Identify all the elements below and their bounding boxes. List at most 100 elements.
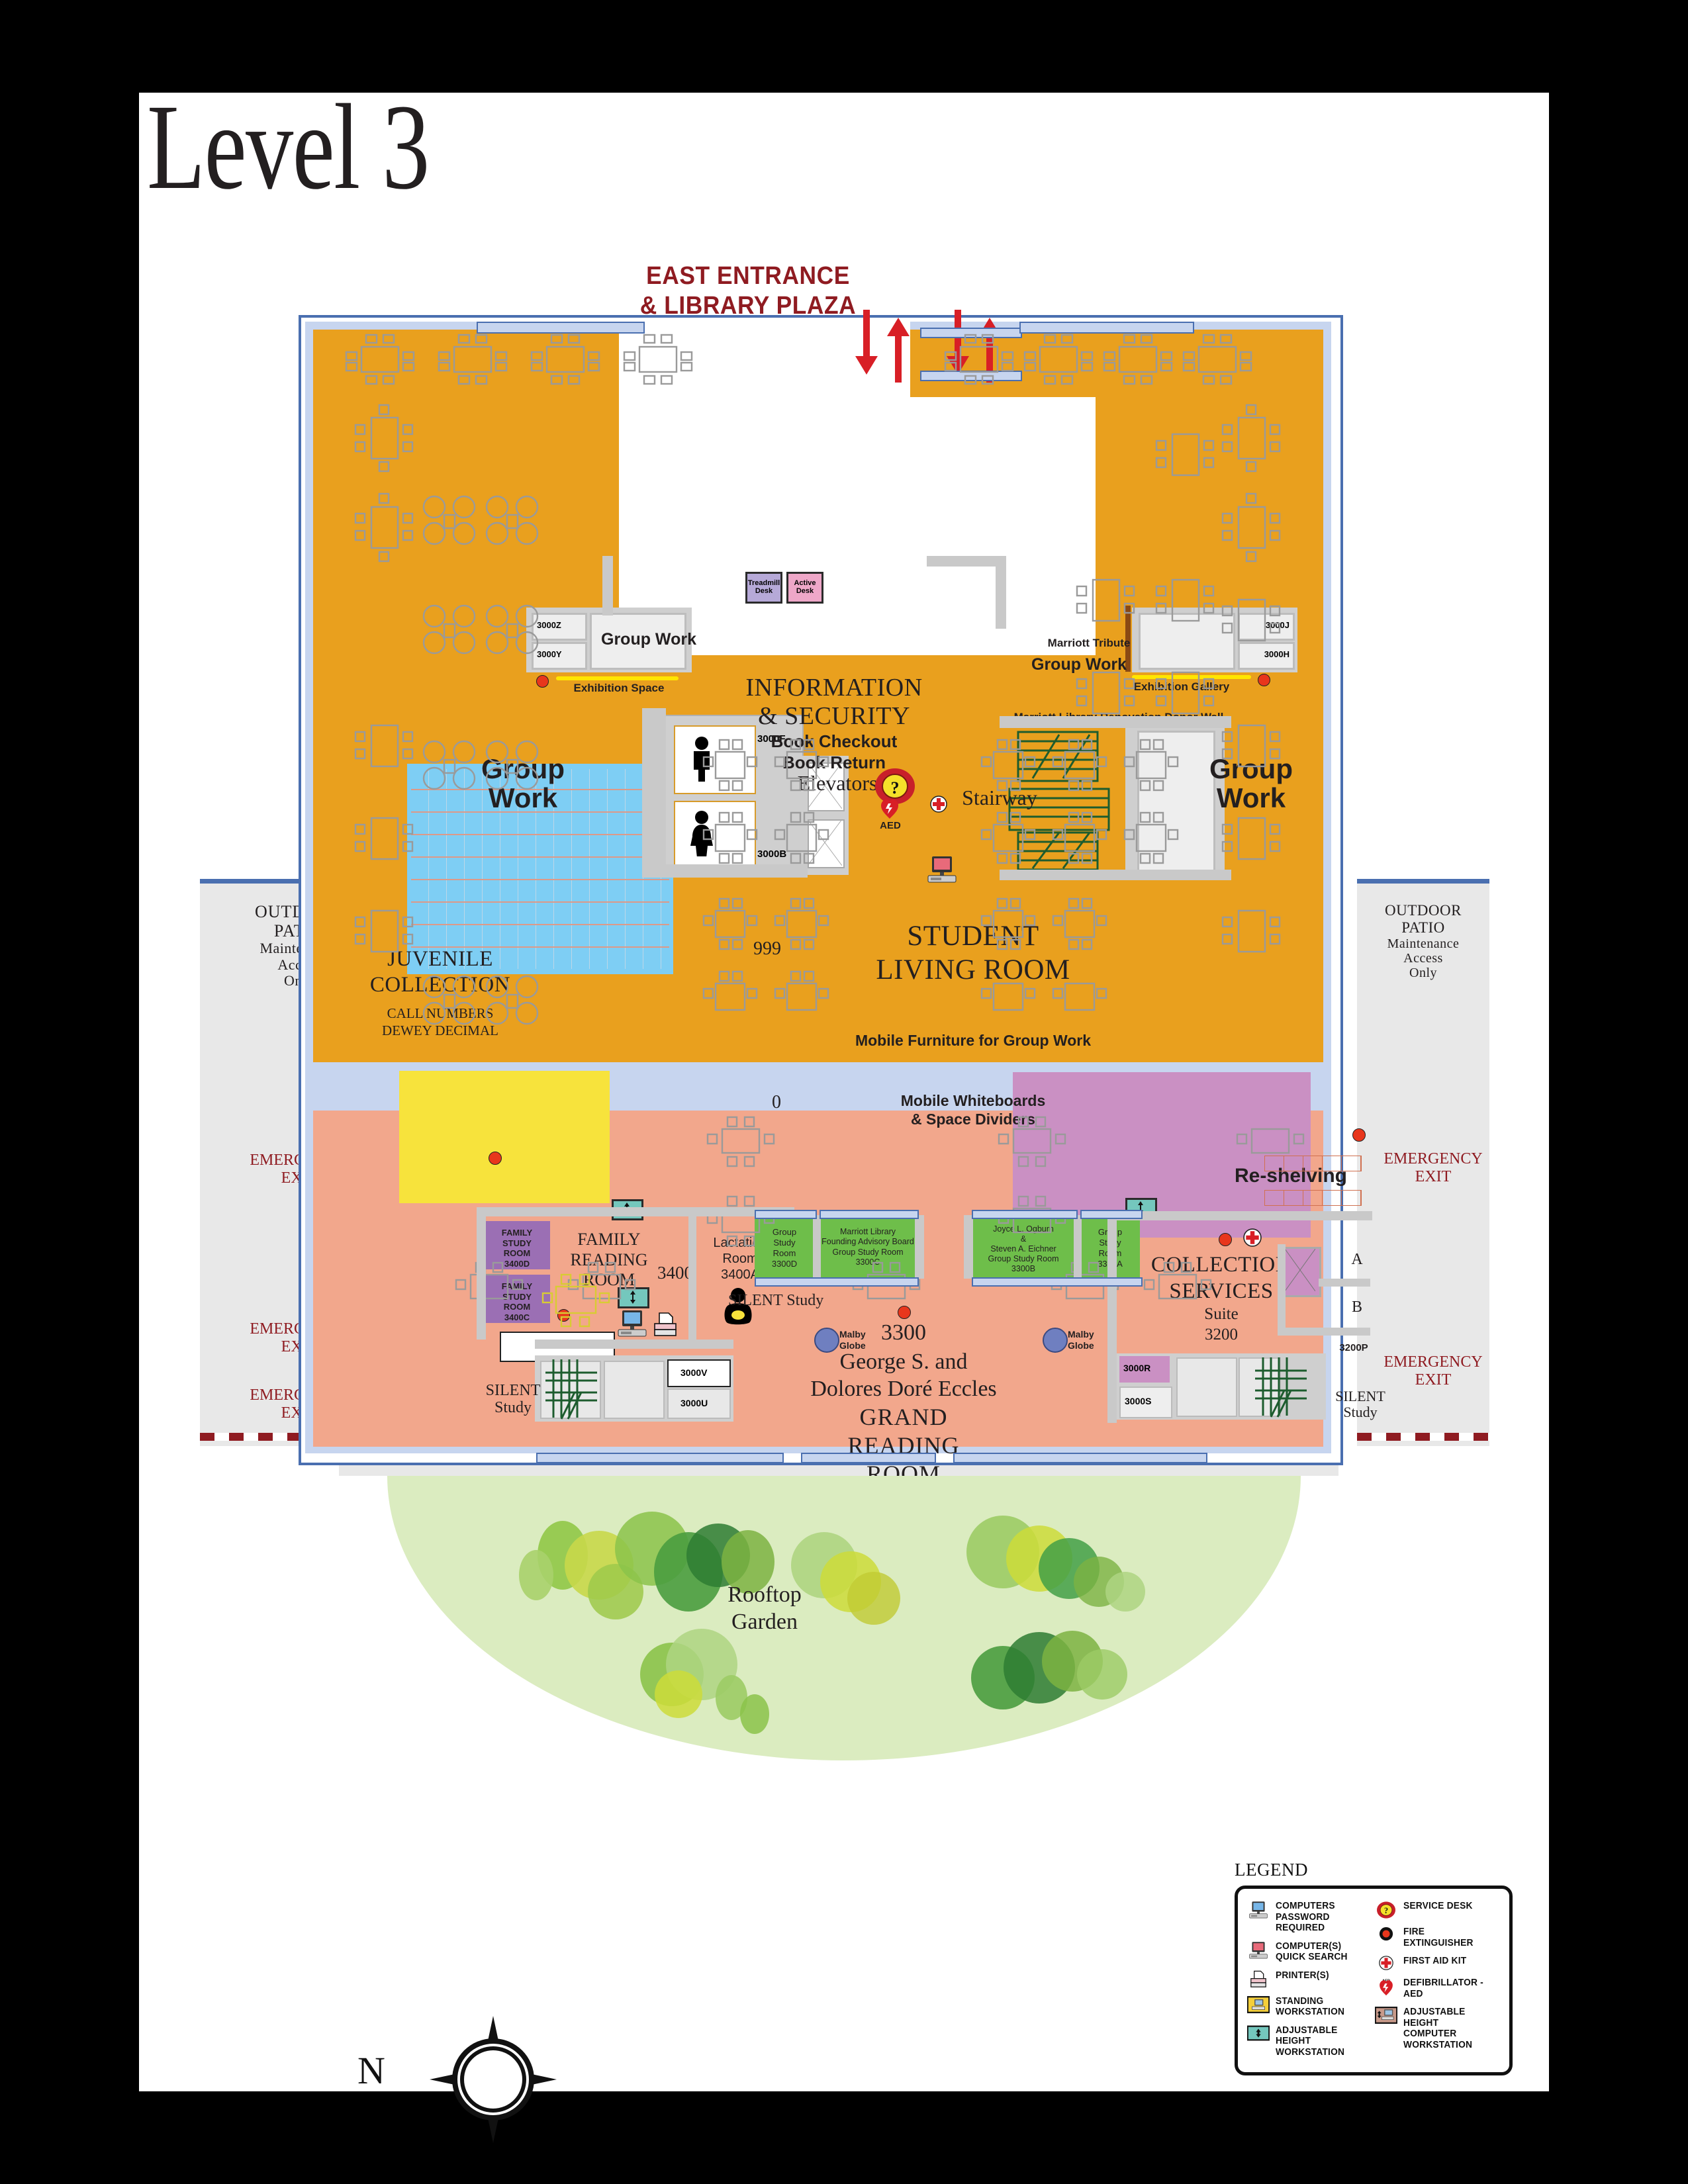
legend-label-defibrillator-aed: DEFIBRILLATOR - AED <box>1403 1978 1483 1999</box>
legend-label-service-desk: SERVICE DESK <box>1403 1901 1473 1911</box>
elevator-core-void <box>963 424 1096 655</box>
glass-green-rooms-bottom <box>755 1277 919 1287</box>
fire-extinguisher-dot-5 <box>557 1309 570 1322</box>
wall-core-bottom <box>642 864 808 878</box>
active-desk-line-1: Active <box>794 579 816 587</box>
grand-reading-room-number: 3300 <box>881 1320 926 1345</box>
fire-extinguisher-dot-3 <box>1352 1128 1366 1142</box>
cs-service-room-2 <box>1239 1357 1281 1417</box>
student-living-room-label: STUDENT LIVING ROOM <box>801 920 1145 987</box>
svg-text:?: ? <box>891 778 900 797</box>
ssbl-line-2: Study <box>494 1399 532 1417</box>
legend-item-printers: PRINTER(S) <box>1247 1970 1372 1989</box>
group-work-left-big-label: Group Work <box>430 754 616 813</box>
juvenile-call-numbers-label: CALL NUMBERS DEWEY DECIMAL <box>338 1005 543 1040</box>
glass-green-rooms-top-3 <box>972 1210 1078 1219</box>
entry-glass-center <box>920 328 1022 338</box>
rooftop-garden-label: Rooftop Garden <box>665 1582 864 1636</box>
legend-label-adjustable-height-computer-workstation: ADJUSTABLE HEIGHT COMPUTER WORKSTATION <box>1403 2007 1473 2050</box>
grand-reading-room-label: George S. and Dolores Doré Eccles GRAND … <box>722 1349 1086 1488</box>
gsr-3300C-label: Marriott Library Founding Advisory Board… <box>821 1227 914 1267</box>
legend-item-standing-workstation: STANDING WORKSTATION <box>1247 1996 1372 2018</box>
floor-plan-map: OUTDOOR PATIO Maintenance Access Only OU… <box>139 93 1549 2091</box>
patio-right-line-2: PATIO <box>1401 919 1445 936</box>
marriott-tribute-bar <box>1125 606 1131 672</box>
room-3000U: 3000U <box>667 1388 731 1419</box>
treadmill-desk-line-1: Treadmill <box>747 579 780 587</box>
computer-blue-icon-frr[interactable] <box>617 1309 647 1338</box>
info-line-1: INFORMATION <box>745 674 923 702</box>
zone-family-reading-room <box>399 1071 610 1203</box>
glass-green-rooms-bottom-2 <box>972 1277 1143 1287</box>
legend: LEGEND COMPUTERS PASSWORD REQUIRED <box>1235 1860 1513 2076</box>
mw-line-1: Mobile Whiteboards <box>900 1092 1046 1109</box>
computer-red-icon[interactable] <box>927 855 957 884</box>
wall-frr-right <box>688 1216 696 1342</box>
first-aid-kit-icon-cs[interactable] <box>1243 1228 1262 1247</box>
restroom-core-void <box>394 397 420 404</box>
room-3000H: 3000H <box>1238 642 1295 670</box>
silent-study-bottom-right-label: SILENT Study <box>1317 1388 1403 1420</box>
glass-green-rooms-top <box>755 1210 817 1219</box>
computer-blue-icon <box>1247 1901 1270 1919</box>
exhibition-room-large <box>590 613 686 670</box>
svg-text:?: ? <box>1384 1906 1388 1915</box>
entrance-line-2: & LIBRARY PLAZA <box>639 291 857 320</box>
defibrillator-aed-icon: AED <box>1375 1978 1397 1996</box>
glass-lower-3 <box>953 1453 1207 1463</box>
legend-item-service-desk: ? SERVICE DESK <box>1375 1901 1500 1919</box>
legend-item-adjustable-height-workstation: ADJUSTABLE HEIGHT WORKSTATION <box>1247 2025 1372 2058</box>
room-3000R: 3000R <box>1119 1356 1170 1383</box>
legend-label-computers-quick-search: COMPUTER(S) QUICK SEARCH <box>1276 1940 1348 1963</box>
book-checkout-label: Book Checkout Book Return <box>695 731 973 773</box>
entrance-line-1: EAST ENTRANCE <box>646 262 850 290</box>
juvenile-shelf-grid <box>411 769 669 969</box>
wall-green-divider-1 <box>813 1215 821 1279</box>
ssbr-line-2: Study <box>1343 1404 1378 1421</box>
cs-line-4: 3200 <box>1205 1326 1238 1344</box>
room-3000V: 3000V <box>667 1359 731 1387</box>
gw-left-line-1: Group <box>481 753 565 784</box>
silent-study-left-label: SILENT Study <box>728 1292 824 1309</box>
wall-green-divider-2 <box>915 1215 924 1279</box>
printer-icon-frr[interactable] <box>652 1312 679 1338</box>
first-aid-kit-icon[interactable] <box>930 796 947 813</box>
computer-red-icon <box>1247 1941 1270 1960</box>
wall-stair-top <box>1000 716 1231 728</box>
collection-services-wing-B: B <box>1351 1298 1362 1316</box>
legend-label-adjustable-height-workstation: ADJUSTABLE HEIGHT WORKSTATION <box>1276 2025 1345 2058</box>
fire-extinguisher-icon <box>1375 1927 1397 1941</box>
cs-line-3: Suite <box>1204 1305 1239 1323</box>
juvenile-collection-label: JUVENILE COLLECTION <box>331 946 549 998</box>
family-study-room-3400D: FAMILY STUDY ROOM 3400D <box>484 1221 550 1269</box>
frr-line-1: FAMILY <box>577 1230 641 1249</box>
group-work-right-big-label: Group Work <box>1158 754 1344 813</box>
exhibition-gallery-block: 3000J 3000H <box>1132 608 1297 672</box>
wall-frr-top <box>477 1207 794 1216</box>
wall-cs-top <box>1107 1211 1372 1220</box>
patio-right-label: OUTDOOR PATIO Maintenance Access Only <box>1357 902 1489 981</box>
service-desk-icon[interactable]: ? <box>874 766 916 806</box>
defibrillator-aed-icon[interactable] <box>880 798 899 819</box>
grr-line-1: George S. and <box>839 1349 968 1374</box>
lact-line-2: Room <box>722 1251 758 1266</box>
adjustable-height-workstation-frr[interactable] <box>618 1287 649 1308</box>
entry-glass-left <box>477 322 645 334</box>
standing-workstation-icon <box>1247 1995 1270 2013</box>
exhibition-gallery-label: Exhibition Gallery <box>1133 680 1230 693</box>
stairway-lower-right-icon <box>1255 1357 1307 1418</box>
compass-north-label: N <box>357 2049 385 2092</box>
legend-label-printers: PRINTER(S) <box>1276 1970 1329 1981</box>
room-3000J-label: 3000J <box>1265 620 1289 630</box>
legend-item-first-aid-kit: FIRST AID KIT <box>1375 1956 1500 1970</box>
room-3000F-label: 3000F <box>757 733 786 745</box>
legend-label-first-aid-kit: FIRST AID KIT <box>1403 1956 1467 1967</box>
rg-line-1: Rooftop <box>727 1582 802 1607</box>
fire-extinguisher-dot-6 <box>898 1306 911 1319</box>
wall-frr-bottom <box>535 1340 733 1349</box>
zone-juvenile-collection <box>407 764 673 974</box>
service-room-2 <box>604 1361 665 1419</box>
ssbr-line-1: SILENT <box>1335 1388 1385 1404</box>
stairway-label: Stairway <box>962 786 1037 809</box>
